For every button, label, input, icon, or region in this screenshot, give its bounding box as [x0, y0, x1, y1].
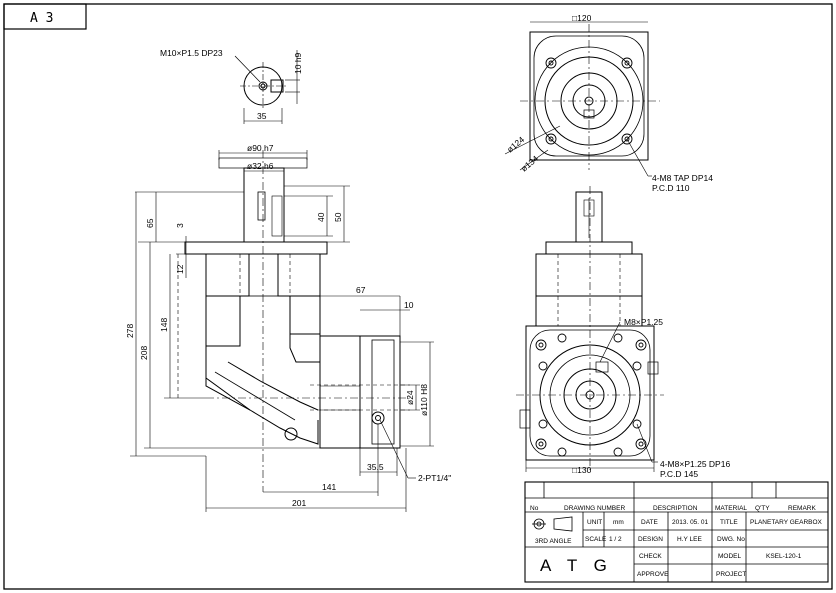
- model-value: KSEL-120-1: [766, 553, 802, 560]
- dim-278-label: 278: [125, 324, 135, 338]
- date-label: DATE: [641, 519, 659, 526]
- square-120-label: □120: [572, 13, 592, 23]
- title-block: [524, 481, 829, 583]
- scale-value: 1 / 2: [609, 536, 622, 543]
- bolt-label: 4-M8×P1.25 DP16: [660, 459, 730, 469]
- size-box: [3, 3, 87, 30]
- dim-67-label: 67: [356, 285, 366, 295]
- dim-35-5-label: 35.5: [367, 462, 384, 472]
- company-label: A T G: [540, 556, 613, 575]
- project-label: PROJECT: [716, 571, 746, 578]
- hdr-remark: REMARK: [788, 505, 816, 512]
- dim-208-label: 208: [139, 346, 149, 360]
- design-label: DESIGN: [638, 536, 663, 543]
- dim-141-label: 141: [322, 482, 336, 492]
- hdr-qty: Q'TY: [755, 505, 770, 512]
- shaft-end-detail: [234, 50, 300, 124]
- m8-thread-label: M8×P1.25: [624, 317, 663, 327]
- title-block-text: No DRAWING NUMBER DESCRIPTION MATERIAL Q…: [530, 505, 823, 578]
- hdr-drawing-number: DRAWING NUMBER: [564, 505, 625, 512]
- dim-65-label: 65: [145, 218, 155, 228]
- approve-label: APPROVE: [637, 571, 669, 578]
- scale-label: SCALE: [585, 536, 607, 543]
- shaft-width-label: 35: [257, 111, 267, 121]
- title-value: PLANETARY GEARBOX: [750, 519, 823, 526]
- dim-148-label: 148: [159, 318, 169, 332]
- tap-label: 4-M8 TAP DP14: [652, 173, 713, 183]
- hdr-description: DESCRIPTION: [653, 505, 698, 512]
- pcd-110-label: P.C.D 110: [652, 183, 690, 193]
- front-view-input: [516, 186, 664, 472]
- side-view-dimensions: [130, 150, 434, 512]
- key-width-label: 10 h9: [293, 52, 303, 74]
- dim-3-label: 3: [175, 223, 185, 228]
- shaft-len-label: 50: [333, 212, 343, 222]
- key-len-label: 40: [316, 212, 326, 222]
- dim-24-label: ø24: [405, 390, 415, 405]
- shaft-dia-label: ø32 h6: [247, 161, 274, 171]
- unit-label: UNIT: [587, 519, 602, 526]
- dwg-label: DWG. No: [717, 536, 745, 543]
- dia-124-label: ø124: [505, 134, 526, 154]
- dim-10-label: 10: [404, 300, 414, 310]
- check-label: CHECK: [639, 553, 662, 560]
- hdr-material: MATERIAL: [715, 505, 747, 512]
- flange-dia-label: ø90 h7: [247, 143, 274, 153]
- model-label: MODEL: [718, 553, 742, 560]
- dia-134-label: ø134: [519, 153, 540, 173]
- dim-12-label: 12: [175, 264, 185, 274]
- square-130-label: □130: [572, 465, 592, 475]
- size-label: A 3: [30, 11, 53, 26]
- sheet-border: [3, 3, 833, 590]
- dim-110-label: ø110 H8: [419, 384, 429, 416]
- hdr-no: No: [530, 505, 539, 512]
- title-label: TITLE: [720, 519, 738, 526]
- side-view: [177, 150, 410, 492]
- pcd-145-label: P.C.D 145: [660, 469, 698, 479]
- angle-label: 3RD ANGLE: [535, 538, 572, 545]
- design-value: H.Y LEE: [677, 536, 702, 543]
- shaft-thread-label: M10×P1.5 DP23: [160, 48, 223, 58]
- date-value: 2013. 05. 01: [672, 519, 709, 526]
- dim-201-label: 201: [292, 498, 306, 508]
- unit-value: mm: [613, 519, 624, 526]
- front-view-output: [504, 21, 660, 177]
- plug-label: 2-PT1/4": [418, 473, 451, 483]
